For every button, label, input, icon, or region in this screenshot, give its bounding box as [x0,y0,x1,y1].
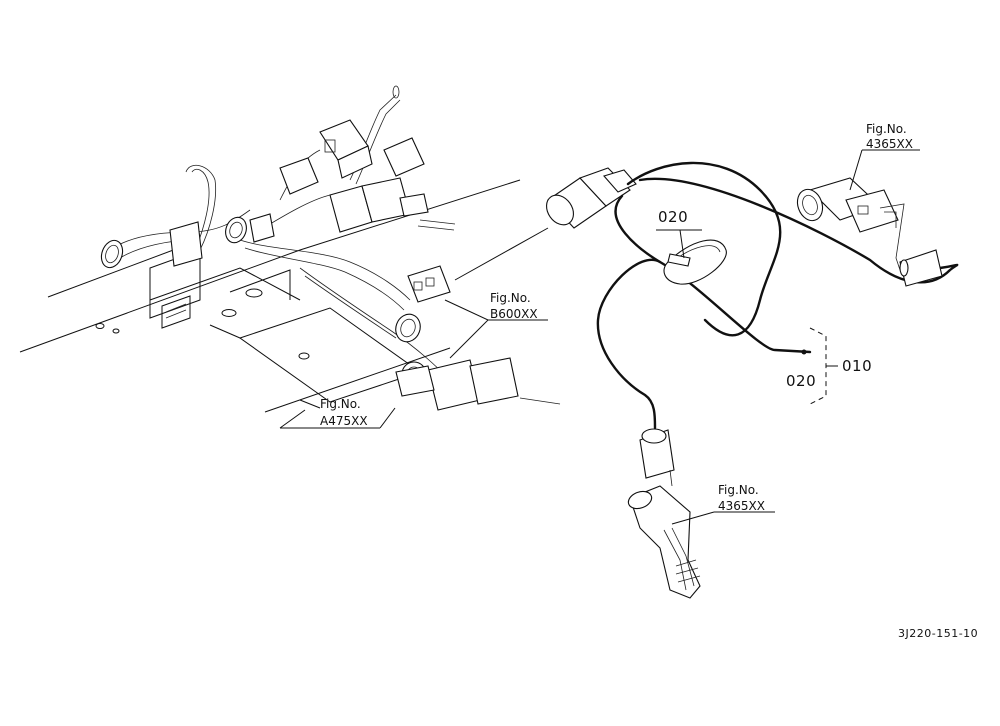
sensor-top-right [796,177,905,271]
fig-a475-line2: A475XX [320,414,368,428]
fig-b600-line1: Fig.No. [490,291,531,305]
fig-4365-bottom-line1: Fig.No. [718,483,759,497]
callout-fig-4365-bottom[interactable]: Fig.No. 4365XX [718,483,765,513]
harness-clamp [663,239,727,285]
part-number-010-harness[interactable]: 010 [842,357,872,375]
leader-lines [279,149,920,525]
callout-fig-a475[interactable]: Fig.No. A475XX [320,397,368,428]
fig-4365-top-line2: 4365XX [866,137,913,151]
drawing-code: 3J220-151-10 [898,627,978,640]
left-connectors [169,85,519,411]
callout-fig-4365-top[interactable]: Fig.No. 4365XX [866,122,913,151]
harness-end-dot [801,349,807,355]
main-harness-010 [546,161,959,479]
fig-b600-line2: B600XX [490,307,538,321]
fig-a475-line1: Fig.No. [320,397,361,411]
fig-4365-bottom-line2: 4365XX [718,499,765,513]
part-number-020-bracket[interactable]: 020 [786,372,816,390]
part-number-020-clamp[interactable]: 020 [658,208,688,226]
sensor-bottom [627,469,701,599]
callout-fig-b600[interactable]: Fig.No. B600XX [490,291,538,321]
fig-4365-top-line1: Fig.No. [866,122,907,136]
